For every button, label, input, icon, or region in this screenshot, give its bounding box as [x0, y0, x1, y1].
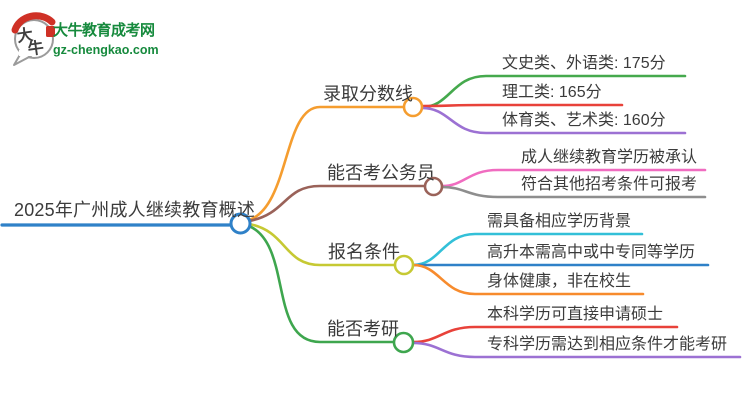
child-line-sports-arts — [420, 106, 687, 135]
branch-line-postgraduate — [247, 224, 396, 344]
logo-bubble-char-top: 大 — [16, 25, 35, 46]
child-label-liberal-arts: 文史类、外语类: 175分 — [502, 55, 666, 72]
branch-label-postgraduate: 能否考研 — [327, 319, 399, 339]
node-circle-civil-servant — [423, 176, 444, 197]
branch-line-civil-servant — [247, 184, 427, 223]
child-line-science — [420, 103, 624, 108]
branch-label-admission-scores: 录取分数线 — [323, 84, 413, 104]
site-logo: 大 牛 大牛教育成考网 gz-chengkao.com — [11, 12, 159, 66]
logo-bubble-icon — [14, 19, 54, 59]
logo-seal-icon — [46, 26, 55, 37]
branch-label-application-requirements: 报名条件 — [328, 242, 400, 262]
child-label-highschool-equivalent: 高升本需高中或中专同等学历 — [487, 244, 696, 261]
child-label-health-status: 身体健康，非在校生 — [487, 273, 632, 290]
branch-line-admission-scores — [247, 105, 406, 222]
logo-site-name: 大牛教育成考网 — [53, 21, 155, 39]
child-label-other-conditions: 符合其他招考条件可报考 — [521, 176, 698, 193]
branch-line-application-requirements — [247, 222, 397, 267]
child-label-associate-conditions: 专科学历需达到相应条件才能考研 — [487, 336, 728, 353]
child-line-health-status — [411, 263, 645, 296]
node-circle-application-requirements — [393, 254, 415, 276]
root-node-circle — [229, 212, 252, 235]
child-label-sports-arts: 体育类、艺术类: 160分 — [502, 112, 666, 129]
child-line-bachelor-masters — [411, 325, 679, 344]
child-label-degree-recognized: 成人继续教育学历被承认 — [521, 149, 698, 166]
child-line-other-conditions — [440, 185, 707, 199]
child-line-associate-conditions — [411, 341, 742, 359]
child-line-degree-recognized — [440, 168, 707, 188]
branch-label-civil-servant: 能否考公务员 — [327, 163, 435, 183]
logo-site-url: gz-chengkao.com — [53, 43, 159, 57]
logo-bubble-tail-mask — [19, 50, 32, 56]
logo-red-arc-icon — [11, 12, 56, 34]
child-label-education-background: 需具备相应学历背景 — [487, 213, 632, 230]
node-circle-admission-scores — [402, 96, 424, 118]
child-label-bachelor-masters: 本科学历可直接申请硕士 — [487, 306, 664, 323]
logo-bubble-char-bottom: 牛 — [27, 38, 46, 59]
root-topic-label: 2025年广州成人继续教育概述 — [14, 200, 256, 220]
node-circle-postgraduate — [392, 331, 415, 354]
child-label-science: 理工类: 165分 — [502, 84, 602, 101]
